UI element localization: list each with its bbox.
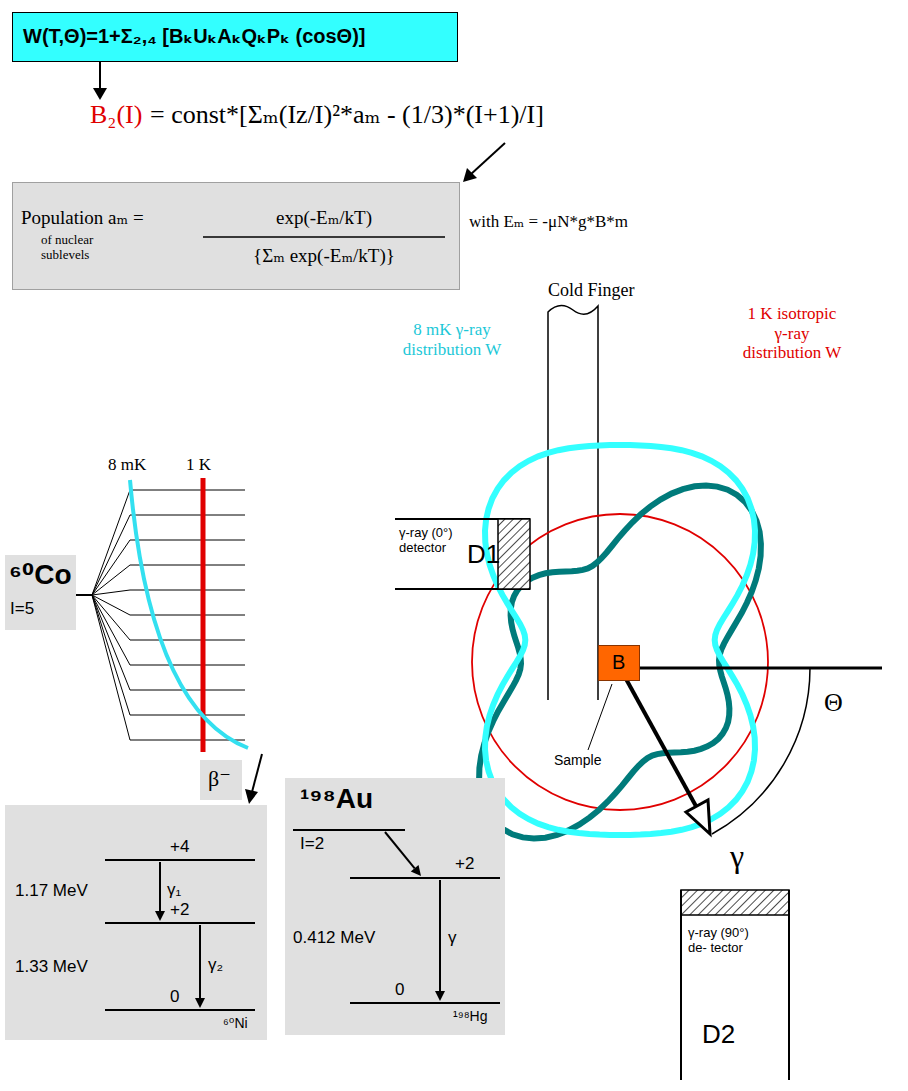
formula-box: W(T,Θ)=1+Σ₂,₄ [BₖUₖAₖQₖPₖ (cosΘ)] [12, 12, 458, 62]
node-drawing [680, 890, 790, 1080]
nucleus-name: ¹⁹⁸Au [300, 783, 373, 815]
detector-label: γ-ray (90°) de- tector [688, 926, 754, 956]
gamma-label: γ [728, 838, 746, 875]
angular-distribution [485, 445, 755, 835]
detector: γ-ray (0°) detectorD1 [395, 518, 530, 590]
arrowhead [93, 88, 107, 100]
arrowhead [245, 789, 258, 804]
angular-distribution [479, 485, 761, 838]
temperature-label: 8 mK [106, 455, 148, 475]
distribution-label: 1 K isotropic γ-ray distribution W [740, 304, 844, 363]
arrowhead [463, 168, 477, 182]
energy-label: 0.412 MeV [293, 928, 375, 948]
transition-label: γ₂ [208, 955, 223, 975]
formula-label: Population aₘ = [21, 207, 144, 229]
level-scheme: +4 +2 0 1.17 MeV 1.33 MeV γ₁ γ₂ ⁶⁰Ni [5, 805, 267, 1040]
population-curve-8mk [130, 480, 248, 748]
denominator: {Σₘ exp(-Eₘ/kT)} [193, 245, 455, 267]
part-label: Sample [552, 752, 603, 768]
nucleus-name: ⁶⁰Ni [223, 1015, 248, 1031]
population-box: Population aₘ = of nuclear sublevels exp(-… [12, 182, 460, 290]
note: of nuclear sublevels [41, 233, 141, 263]
level-label: +4 [170, 837, 189, 857]
level-scheme: ¹⁹⁸AuI=2 +2 0.412 MeV γ 0 ¹⁹⁸Hg [285, 778, 505, 1035]
arrow [470, 143, 505, 175]
transition-label: γ₁ [167, 880, 181, 900]
formula: with Eₘ = -μN*g*B*m [467, 212, 630, 232]
spin-label: I=2 [300, 834, 324, 854]
level-label: 0 [170, 987, 179, 1007]
sample: B [598, 645, 640, 681]
energy-label: 1.17 MeV [15, 881, 88, 901]
spin-label: I=5 [10, 599, 34, 619]
arrow [252, 754, 262, 792]
level-label: 0 [395, 980, 404, 1000]
formula: W(T,Θ)=1+Σ₂,₄ [BₖUₖAₖQₖPₖ (cosΘ)] [23, 25, 366, 48]
cold-finger [548, 305, 598, 700]
level-label: +2 [170, 900, 189, 920]
nucleus-box: ⁶⁰CoI=5 [5, 555, 76, 630]
detector: γ-ray (90°) de- tectorD2 [680, 890, 790, 1080]
formula: = const*[Σₘ(Iz/I)²*aₘ - (1/3)*(I+1)/I] [148, 100, 546, 130]
nucleus-name: ⁶⁰Co [9, 559, 71, 591]
angle-label: Θ [822, 688, 845, 718]
detector-name: D1 [467, 540, 500, 570]
part-label: Cold Finger [546, 280, 637, 301]
axis-line [640, 667, 882, 670]
nucleus-name: ¹⁹⁸Hg [453, 1008, 487, 1024]
temperature-label: 1 K [184, 455, 213, 475]
energy-label: 1.33 MeV [15, 957, 88, 977]
level-label: +2 [455, 854, 474, 874]
decay-box: β⁻ [200, 760, 242, 800]
detector-name: D2 [702, 1020, 735, 1050]
detector-label: γ-ray (0°) detector [399, 526, 469, 556]
field-label: B [612, 651, 625, 674]
node-drawing [5, 805, 267, 1040]
gamma-arrow [620, 668, 697, 808]
arrowhead [686, 800, 710, 834]
decay-label: β⁻ [208, 766, 231, 791]
transition-label: γ [448, 928, 457, 948]
formula: B₂(I) [88, 100, 144, 130]
arrow [99, 62, 101, 90]
leader-line [588, 684, 612, 750]
distribution-label: 8 mK γ-ray distribution W [395, 320, 509, 359]
angle-arc [712, 668, 810, 834]
numerator: exp(-Eₘ/kT) [193, 207, 455, 229]
population-line-1k [201, 478, 206, 752]
